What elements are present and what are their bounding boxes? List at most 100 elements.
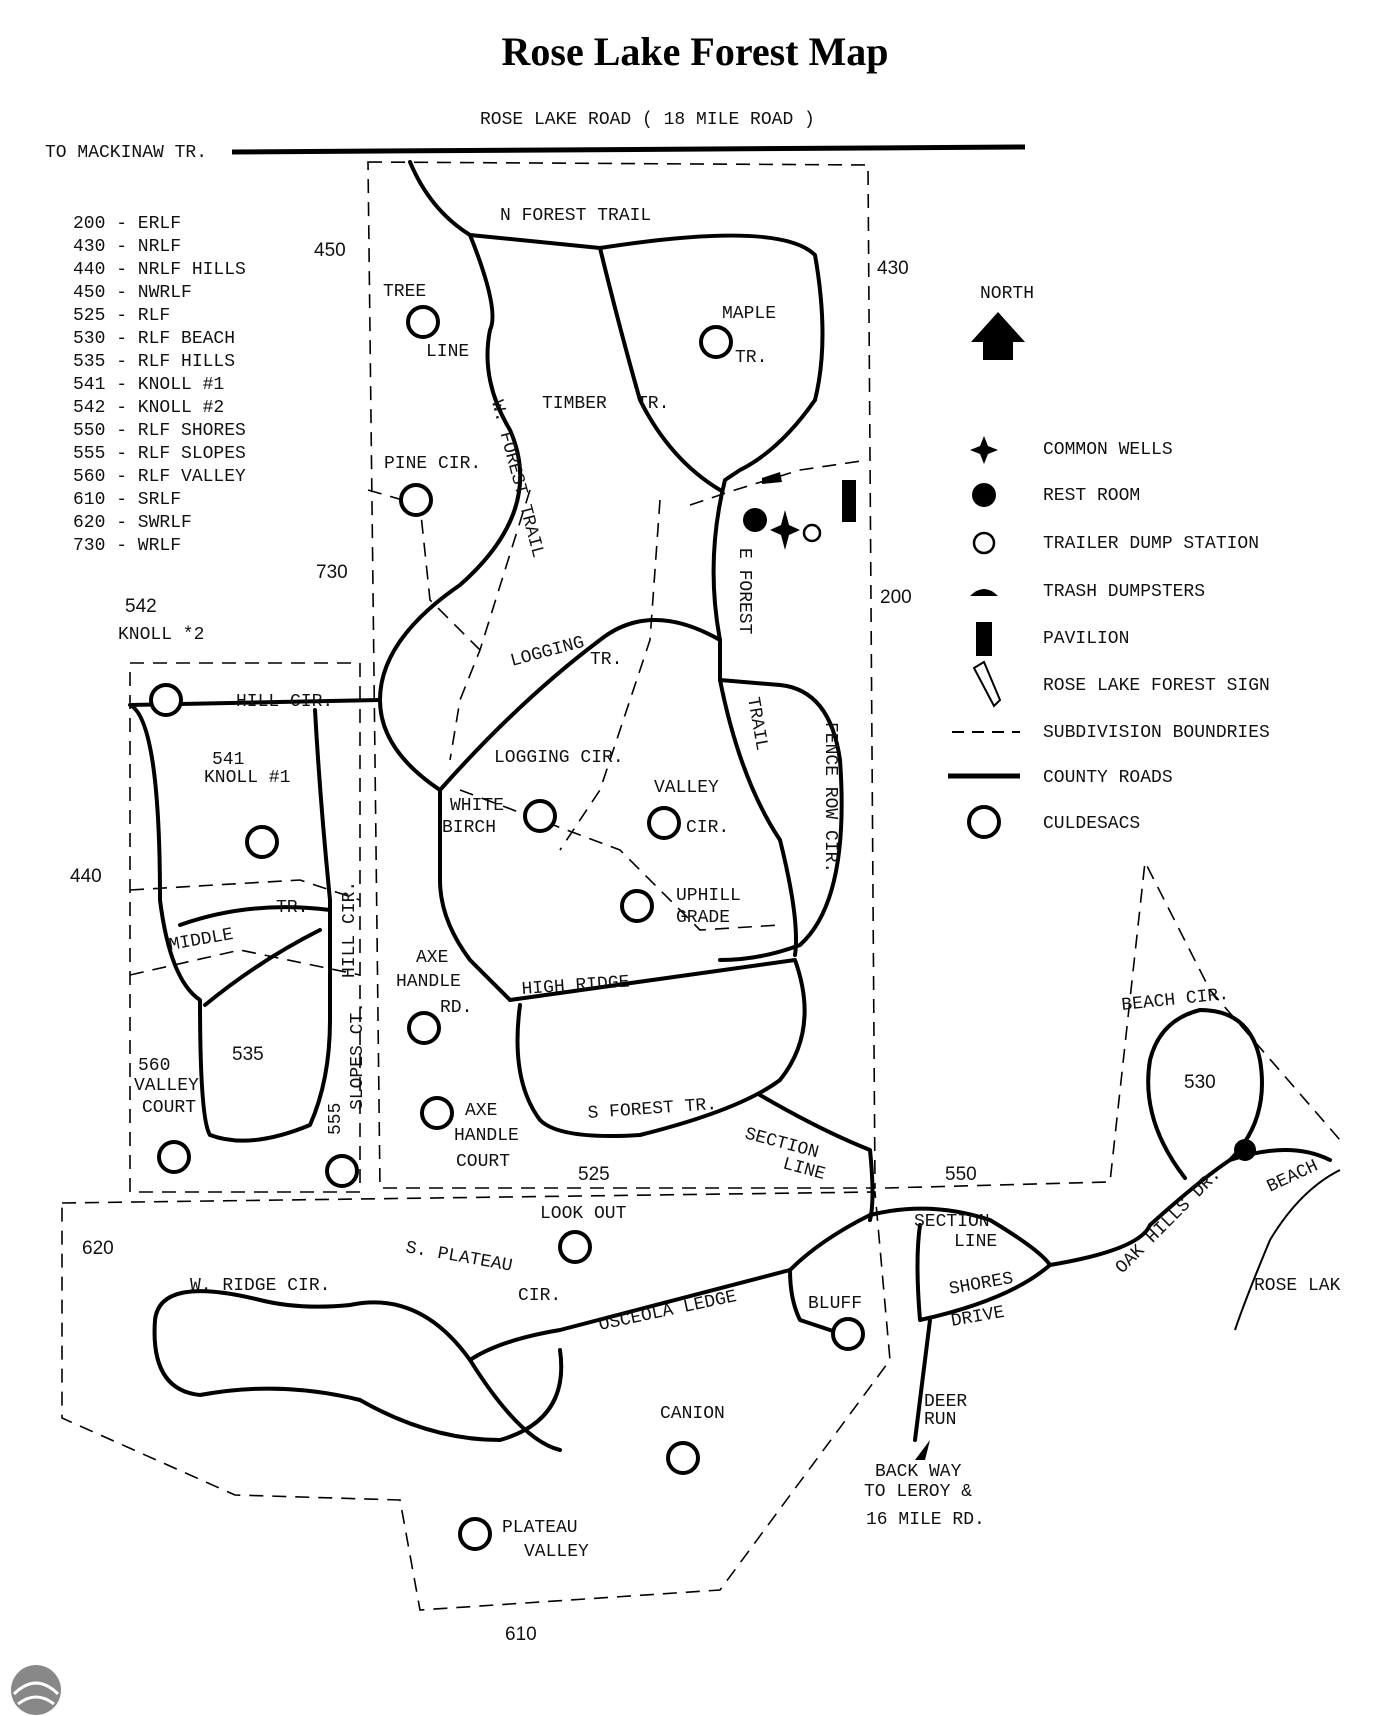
street-label: TR. xyxy=(276,898,308,918)
key-item: 555 - RLF SLOPES xyxy=(73,444,246,464)
sign-icon xyxy=(972,660,1002,708)
common-wells-icon xyxy=(970,436,998,464)
mackinaw-road-label: TO MACKINAW TR. xyxy=(45,143,207,163)
key-item: 530 - RLF BEACH xyxy=(73,329,235,349)
street-label: N FOREST TRAIL xyxy=(500,206,651,226)
area-label: 530 xyxy=(1184,1072,1216,1093)
area-label: 620 xyxy=(82,1238,114,1259)
rest-room-icon xyxy=(1234,1139,1256,1161)
trailer-dump-icon xyxy=(972,531,996,555)
area-label: 730 xyxy=(316,562,348,583)
street-label: DEER xyxy=(924,1392,967,1412)
street-label: MAPLE xyxy=(722,304,776,324)
area-label: 450 xyxy=(314,240,346,261)
street-label: TR. xyxy=(637,394,669,414)
street-label: LINE xyxy=(780,1154,827,1185)
area-label: 610 xyxy=(505,1624,537,1645)
street-label: GRADE xyxy=(676,908,730,928)
area-label: 430 xyxy=(877,258,909,279)
key-item: 200 - ERLF xyxy=(73,214,181,234)
key-item: 430 - NRLF xyxy=(73,237,181,257)
street-label: TRAIL xyxy=(742,696,771,753)
street-label: W. FOREST TRAIL xyxy=(486,398,547,560)
street-label: COURT xyxy=(456,1152,510,1172)
street-label: HILL CIR. xyxy=(340,881,360,978)
arrow-down-icon xyxy=(915,1440,930,1460)
street-label: AXE xyxy=(465,1101,497,1121)
key-item: 440 - NRLF HILLS xyxy=(73,260,246,280)
key-item: 450 - NWRLF xyxy=(73,283,192,303)
area-label: KNOLL *2 xyxy=(118,625,204,645)
key-item: 620 - SWRLF xyxy=(73,513,192,533)
key-item: 542 - KNOLL #2 xyxy=(73,398,224,418)
area-label: 550 xyxy=(945,1164,977,1185)
street-label: S. PLATEAU xyxy=(404,1238,514,1276)
area-key-list: 200 - ERLF 430 - NRLF 440 - NRLF HILLS 4… xyxy=(73,214,246,556)
street-label: TR. xyxy=(590,650,622,670)
street-label: BLUFF xyxy=(808,1294,862,1314)
street-label: HIGH RIDGE xyxy=(521,972,630,999)
culdesac-icon xyxy=(967,805,1001,839)
street-label: DRIVE xyxy=(950,1303,1007,1332)
trash-dumpster-icon xyxy=(762,472,782,484)
pavilion-icon xyxy=(976,622,992,656)
key-item: 560 - RLF VALLEY xyxy=(73,467,246,487)
street-label: LOGGING xyxy=(508,633,586,672)
lake-shoreline xyxy=(1234,1169,1341,1331)
street-label: TREE xyxy=(383,282,426,302)
street-label: LOOK OUT xyxy=(540,1204,627,1224)
rose-lake-road-line xyxy=(231,144,1026,155)
street-label: OSCEOLA LEDGE xyxy=(597,1287,739,1336)
street-label: E FOREST xyxy=(734,548,754,635)
street-label: VALLEY xyxy=(654,778,719,798)
legend-item-label: TRASH DUMPSTERS xyxy=(1043,582,1205,602)
street-label: SECTION xyxy=(742,1124,820,1163)
street-label: TO LEROY & xyxy=(864,1482,972,1502)
street-label: MIDDLE xyxy=(168,925,235,956)
legend-item-label: COUNTY ROADS xyxy=(1043,768,1173,788)
street-label: CIR. xyxy=(686,818,729,838)
street-label: VALLEY xyxy=(524,1542,589,1562)
area-label: COURT xyxy=(142,1098,196,1118)
area-label: 525 xyxy=(578,1164,610,1185)
north-label: NORTH xyxy=(980,284,1034,304)
street-label: AXE xyxy=(416,948,448,968)
street-label: FENCE ROW CIR. xyxy=(820,722,840,873)
legend-item-label: TRAILER DUMP STATION xyxy=(1043,534,1259,554)
legend-item-label: CULDESACS xyxy=(1043,814,1140,834)
street-labels: N FOREST TRAIL TREE LINE MAPLE TR. TIMBE… xyxy=(168,206,1341,1562)
street-label: RUN xyxy=(924,1410,956,1430)
rest-room-icon xyxy=(743,508,767,532)
street-label: PLATEAU xyxy=(502,1518,578,1538)
key-item: 730 - WRLF xyxy=(73,536,181,556)
street-label: LINE xyxy=(954,1232,997,1252)
pavilion-icon xyxy=(842,480,856,522)
street-label: ROSE LAK xyxy=(1254,1276,1341,1296)
street-label: HANDLE xyxy=(396,972,461,992)
street-label: SLOPES CT. xyxy=(348,1002,368,1110)
street-label: BIRCH xyxy=(442,818,496,838)
street-label: 16 MILE RD. xyxy=(866,1510,985,1530)
key-item: 525 - RLF xyxy=(73,306,170,326)
trailer-dump-icon xyxy=(802,523,822,543)
street-label: TR. xyxy=(735,348,767,368)
rest-room-icon xyxy=(972,483,996,507)
key-item: 550 - RLF SHORES xyxy=(73,421,246,441)
legend-item-label: COMMON WELLS xyxy=(1043,440,1173,460)
area-label: 555 xyxy=(326,1103,346,1135)
street-label: LINE xyxy=(426,342,469,362)
area-label: 535 xyxy=(232,1044,264,1065)
legend-item-label: REST ROOM xyxy=(1043,486,1140,506)
corner-logo-icon xyxy=(11,1665,61,1715)
facilities-cluster xyxy=(743,472,1256,1161)
streets-network xyxy=(128,160,1332,1452)
map-title: Rose Lake Forest Map xyxy=(501,29,889,74)
street-label: LOGGING CIR. xyxy=(494,748,624,768)
street-label: HANDLE xyxy=(454,1126,519,1146)
area-label: 440 xyxy=(70,866,102,887)
street-label: BEACH xyxy=(1264,1156,1321,1197)
street-label: HILL CIR. xyxy=(236,692,333,712)
area-label: 200 xyxy=(880,587,912,608)
trash-dumpster-icon xyxy=(970,589,998,596)
